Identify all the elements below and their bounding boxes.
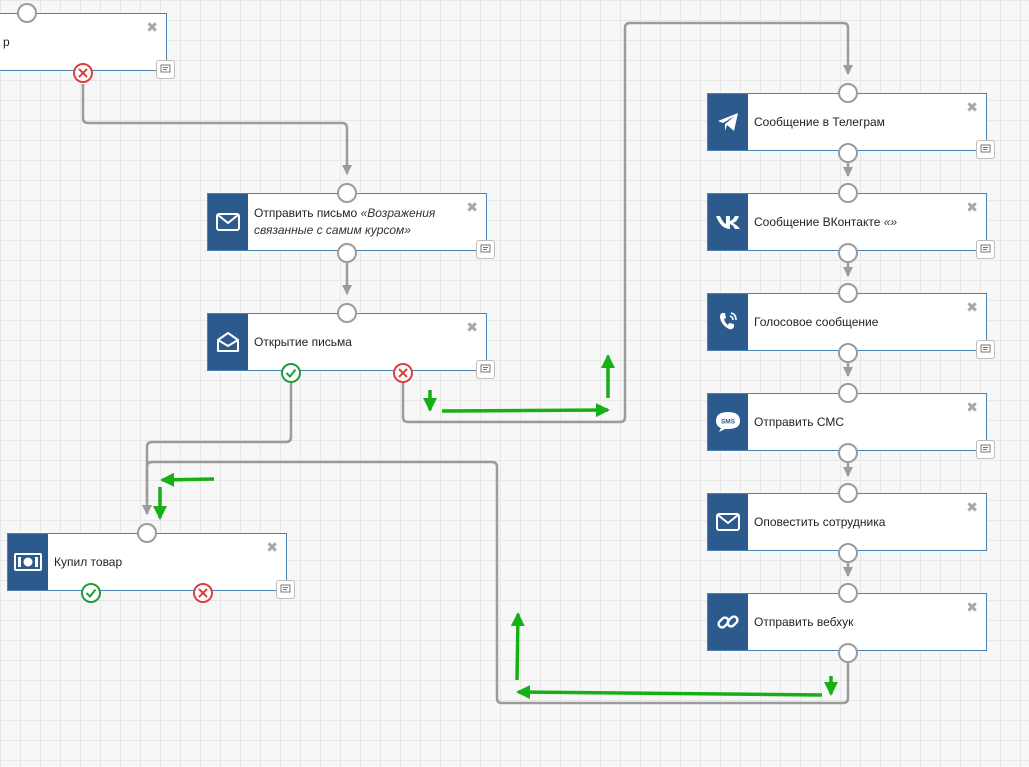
close-icon[interactable]: ✖ [966, 299, 978, 315]
comment-icon[interactable] [976, 140, 995, 159]
close-icon[interactable]: ✖ [146, 19, 158, 35]
input-port[interactable] [838, 183, 858, 203]
node-title: Открытие письма [254, 334, 352, 349]
failure-port[interactable] [393, 363, 413, 383]
connector-line [81, 84, 352, 175]
annotation-arrow [441, 403, 610, 418]
close-icon[interactable]: ✖ [966, 199, 978, 215]
node-title: Голосовое сообщение [754, 314, 879, 329]
node-title: Отправить СМС [754, 414, 845, 429]
comment-icon[interactable] [476, 240, 495, 259]
node-subtitle: «» [883, 214, 898, 229]
node-title: Сообщение ВКонтакте [754, 214, 881, 229]
comment-icon[interactable] [976, 440, 995, 459]
node-title: Купил товар [54, 554, 123, 569]
sms-icon: SMS [708, 394, 748, 450]
output-port[interactable] [838, 143, 858, 163]
sms-icon-text: SMS [721, 419, 736, 426]
output-port[interactable] [838, 243, 858, 263]
close-icon[interactable]: ✖ [266, 539, 278, 555]
node-subtitle: «Возражения связанные с самим курсом» [254, 206, 436, 237]
flow-node-send-email[interactable]: Отправить письмо «Возражения связанные с… [207, 193, 487, 251]
node-title: Отправить письмо [254, 206, 358, 220]
comment-icon[interactable] [476, 360, 495, 379]
comment-icon[interactable] [976, 340, 995, 359]
node-title: Отправить вебхук [754, 614, 854, 629]
input-port[interactable] [838, 283, 858, 303]
close-icon[interactable]: ✖ [966, 99, 978, 115]
input-port[interactable] [838, 483, 858, 503]
failure-port[interactable] [73, 63, 93, 83]
node-title: Оповестить сотрудника [754, 514, 886, 529]
input-port[interactable] [337, 303, 357, 323]
annotation-arrow [516, 685, 823, 700]
annotation-arrow [160, 472, 215, 487]
connector-line [401, 21, 853, 424]
flow-node-sms[interactable]: SMS Отправить СМС ✖ [707, 393, 987, 451]
output-port[interactable] [337, 243, 357, 263]
comment-icon[interactable] [276, 580, 295, 599]
output-port[interactable] [838, 643, 858, 663]
envelope-open-icon [208, 314, 248, 370]
input-port[interactable] [838, 83, 858, 103]
money-icon [8, 534, 48, 590]
close-icon[interactable]: ✖ [966, 599, 978, 615]
input-port[interactable] [17, 3, 37, 23]
link-icon [708, 594, 748, 650]
node-title: Сообщение в Телеграм [754, 114, 885, 129]
close-icon[interactable]: ✖ [466, 319, 478, 335]
failure-port[interactable] [193, 583, 213, 603]
envelope-icon [208, 194, 248, 250]
comment-icon[interactable] [156, 60, 175, 79]
connector-line [142, 383, 293, 515]
comment-icon[interactable] [976, 240, 995, 259]
envelope-icon [708, 494, 748, 550]
close-icon[interactable]: ✖ [966, 399, 978, 415]
close-icon[interactable]: ✖ [466, 199, 478, 215]
annotation-arrow [510, 612, 525, 681]
node-title: р [3, 34, 10, 49]
output-port[interactable] [838, 443, 858, 463]
phone-icon [708, 294, 748, 350]
input-port[interactable] [838, 383, 858, 403]
telegram-icon [708, 94, 748, 150]
success-port[interactable] [281, 363, 301, 383]
connector-line [142, 460, 850, 705]
success-port[interactable] [81, 583, 101, 603]
vk-icon [708, 194, 748, 250]
output-port[interactable] [838, 543, 858, 563]
close-icon[interactable]: ✖ [966, 499, 978, 515]
output-port[interactable] [838, 343, 858, 363]
input-port[interactable] [137, 523, 157, 543]
input-port[interactable] [337, 183, 357, 203]
input-port[interactable] [838, 583, 858, 603]
